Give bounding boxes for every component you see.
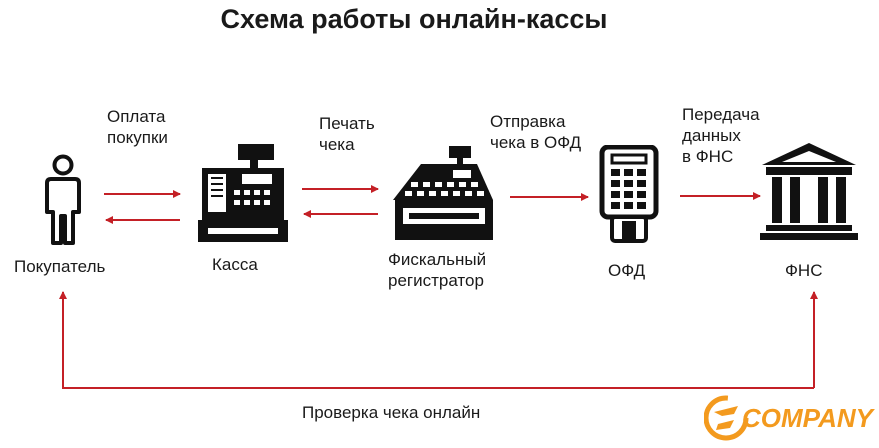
step-label-verify: Проверка чека онлайн [302,403,481,422]
node-label-fiscal-registrar: Фискальный регистратор [388,249,486,291]
step-label-send: Отправка чека в ОФД [490,112,582,152]
node-label-buyer: Покупатель [14,257,106,276]
cash-register-icon [198,144,288,242]
fiscal-registrar-icon [393,146,493,240]
step-label-transfer: Передача данных в ФНС [682,105,760,166]
node-label-fns: ФНС [785,261,823,280]
payment-terminal-icon [599,145,659,243]
company-logo: COMPANY [704,395,876,441]
node-label-ofd: ОФД [608,261,646,280]
diagram-title: Схема работы онлайн-кассы [220,4,608,34]
person-icon [45,154,81,245]
node-label-fiscal-line2: регистратор [388,271,484,290]
arrow-verify-loop [59,291,814,389]
step-label-payment: Оплата покупки [107,107,168,147]
government-building-icon [760,143,858,240]
node-label-fiscal-line1: Фискальный [388,250,487,269]
node-label-cashbox: Касса [212,255,258,274]
brand-wordmark: COMPANY [742,403,876,433]
step-label-print: Печать чека [319,114,375,154]
